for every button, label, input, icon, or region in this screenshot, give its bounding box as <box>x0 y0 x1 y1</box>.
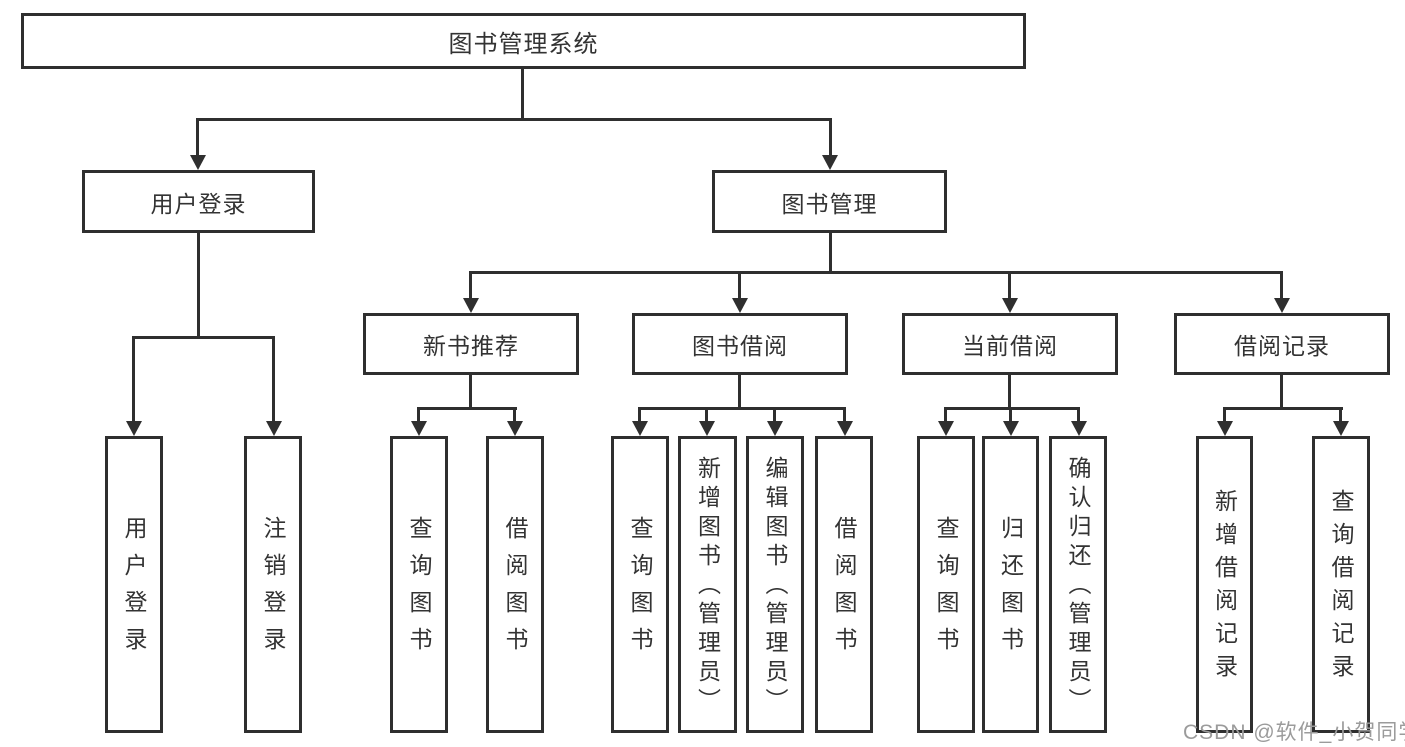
connector-line <box>829 233 832 271</box>
connector-line <box>1280 271 1283 299</box>
connector-line <box>197 233 200 336</box>
connector-line <box>738 375 741 407</box>
connector-line <box>638 407 641 421</box>
arrow-down-icon <box>767 421 783 436</box>
node-add-books-admin: 新增图书（管理员） <box>678 436 737 733</box>
connector-line <box>1280 375 1283 407</box>
connector-line <box>469 375 472 407</box>
node-add-borrow-record: 新增借阅记录 <box>1196 436 1253 733</box>
node-query-books-borrowing: 查询图书 <box>611 436 669 733</box>
connector-line <box>705 407 708 421</box>
watermark: CSDN @软件_小贺同学 <box>1183 721 1405 744</box>
node-confirm-return-admin: 确认归还（管理员） <box>1049 436 1107 733</box>
node-borrow-books-borrowing: 借阅图书 <box>815 436 873 733</box>
arrow-down-icon <box>411 421 427 436</box>
arrow-down-icon <box>1071 421 1087 436</box>
connector-line <box>1008 375 1011 407</box>
connector-line <box>521 69 524 118</box>
connector-line <box>469 271 1283 274</box>
connector-line <box>944 407 947 421</box>
connector-line <box>417 407 420 421</box>
arrow-down-icon <box>190 155 206 170</box>
node-current-borrowing: 当前借阅 <box>902 313 1118 375</box>
node-query-books-current: 查询图书 <box>917 436 975 733</box>
node-user-login-leaf: 用户登录 <box>105 436 163 733</box>
node-borrow-books-recommend: 借阅图书 <box>486 436 544 733</box>
connector-line <box>944 407 1080 410</box>
arrow-down-icon <box>1217 421 1233 436</box>
arrow-down-icon <box>632 421 648 436</box>
node-borrowing-records: 借阅记录 <box>1174 313 1390 375</box>
node-query-books-recommend: 查询图书 <box>390 436 448 733</box>
connector-line <box>196 118 832 121</box>
connector-line <box>773 407 776 421</box>
arrow-down-icon <box>126 421 142 436</box>
connector-line <box>1008 271 1011 299</box>
connector-line <box>829 118 832 156</box>
node-query-borrow-record: 查询借阅记录 <box>1312 436 1370 733</box>
connector-line <box>1223 407 1343 410</box>
arrow-down-icon <box>699 421 715 436</box>
node-new-book-recommendation: 新书推荐 <box>363 313 579 375</box>
arrow-down-icon <box>463 298 479 313</box>
node-user-login: 用户登录 <box>82 170 315 233</box>
arrow-down-icon <box>837 421 853 436</box>
connector-line <box>1339 407 1342 421</box>
node-return-books: 归还图书 <box>982 436 1039 733</box>
node-book-management: 图书管理 <box>712 170 947 233</box>
arrow-down-icon <box>1003 421 1019 436</box>
connector-line <box>1009 407 1012 421</box>
arrow-down-icon <box>938 421 954 436</box>
arrow-down-icon <box>1274 298 1290 313</box>
connector-line <box>417 407 517 410</box>
node-logout: 注销登录 <box>244 436 302 733</box>
arrow-down-icon <box>1002 298 1018 313</box>
arrow-down-icon <box>1333 421 1349 436</box>
connector-line <box>469 271 472 299</box>
connector-line <box>132 336 135 421</box>
connector-line <box>272 336 275 421</box>
arrow-down-icon <box>822 155 838 170</box>
arrow-down-icon <box>507 421 523 436</box>
node-library-management-system: 图书管理系统 <box>21 13 1026 69</box>
connector-line <box>1223 407 1226 421</box>
arrow-down-icon <box>266 421 282 436</box>
connector-line <box>132 336 275 339</box>
connector-line <box>738 271 741 299</box>
arrow-down-icon <box>732 298 748 313</box>
connector-line <box>513 407 516 421</box>
node-edit-books-admin: 编辑图书（管理员） <box>746 436 804 733</box>
connector-line <box>638 407 846 410</box>
connector-line <box>1077 407 1080 421</box>
connector-line <box>843 407 846 421</box>
connector-line <box>196 118 199 156</box>
node-book-borrowing: 图书借阅 <box>632 313 848 375</box>
